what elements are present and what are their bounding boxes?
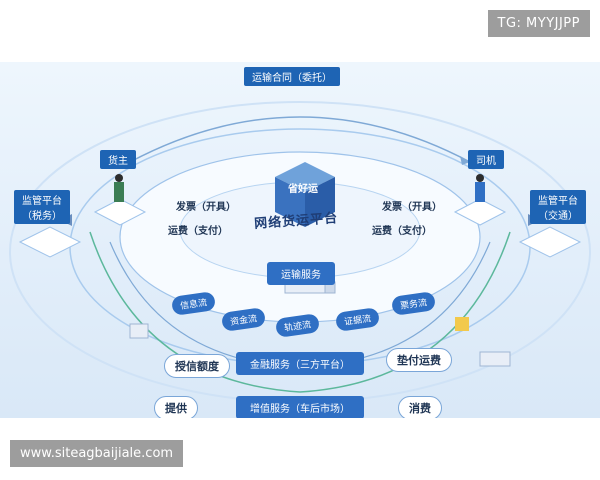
transport-service: 运输服务 (267, 262, 335, 285)
freight-left: 运费（支付） (168, 226, 228, 237)
driver-tag: 司机 (468, 150, 504, 169)
transport-platform-tag: 监管平台 （交通） (530, 190, 586, 224)
logo-text: 省好运 (288, 184, 318, 195)
watermark-badge: TG: MYYJJPP (487, 10, 590, 37)
tax-platform-tag: 监管平台 （税务） (14, 190, 70, 224)
invoice-right: 发票（开具） (382, 202, 442, 213)
value-added-service: 增值服务（车后市场） (236, 396, 364, 418)
consume-chip: 消费 (398, 396, 442, 418)
credit-chip: 授信额度 (164, 354, 230, 378)
site-caption: www.siteagbaijiale.com (10, 440, 184, 467)
diagram-rings (9, 101, 591, 403)
finance-service: 金融服务（三方平台） (236, 352, 364, 375)
advance-chip: 垫付运费 (386, 348, 452, 372)
diagram-canvas: 运输合同（委托） 货主 司机 监管平台 （税务） 监管平台 （交通） 省好运 网… (0, 62, 600, 418)
contract-tag: 运输合同（委托） (244, 67, 340, 86)
invoice-left: 发票（开具） (176, 202, 236, 213)
shipper-tag: 货主 (100, 150, 136, 169)
provide-chip: 提供 (154, 396, 198, 418)
freight-right: 运费（支付） (372, 226, 432, 237)
